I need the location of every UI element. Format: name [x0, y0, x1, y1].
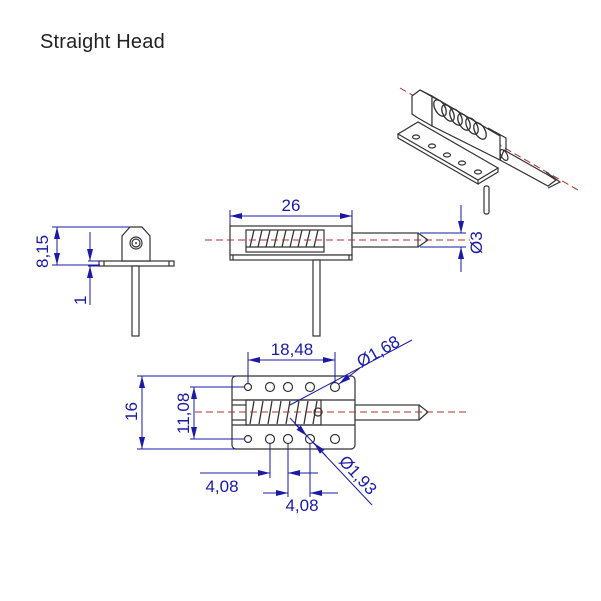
dim-hole-pitch-4-08-b: 4,08 — [285, 496, 318, 515]
dim-height-8-15: 8,15 — [33, 235, 52, 268]
isometric-view — [396, 87, 579, 215]
dim-hole-pitch-4-08-a: 4,08 — [205, 477, 238, 496]
dim-hole-span-18-48: 18,48 — [271, 340, 314, 359]
dim-width-16: 16 — [122, 402, 141, 421]
isometric-plate-holes — [411, 134, 483, 175]
dim-plate-thickness-1: 1 — [71, 296, 90, 305]
side-view: 8,15 1 — [33, 226, 175, 337]
isometric-spring — [433, 99, 487, 140]
dim-pin-diameter-3: Ø3 — [467, 231, 486, 254]
dim-body-length-26: 26 — [282, 196, 301, 215]
front-spring — [249, 229, 319, 248]
drawing-title: Straight Head — [40, 31, 165, 53]
front-view: 26 Ø3 — [205, 196, 486, 337]
top-view: 18,48 Ø1,68 16 11,08 Ø1,93 4,08 4,08 — [122, 332, 470, 515]
dim-row-spacing-11-08: 11,08 — [174, 393, 193, 434]
dim-hole-diameter-1-68: Ø1,68 — [354, 332, 404, 372]
dim-hole-diameter-1-93: Ø1,93 — [335, 452, 380, 499]
